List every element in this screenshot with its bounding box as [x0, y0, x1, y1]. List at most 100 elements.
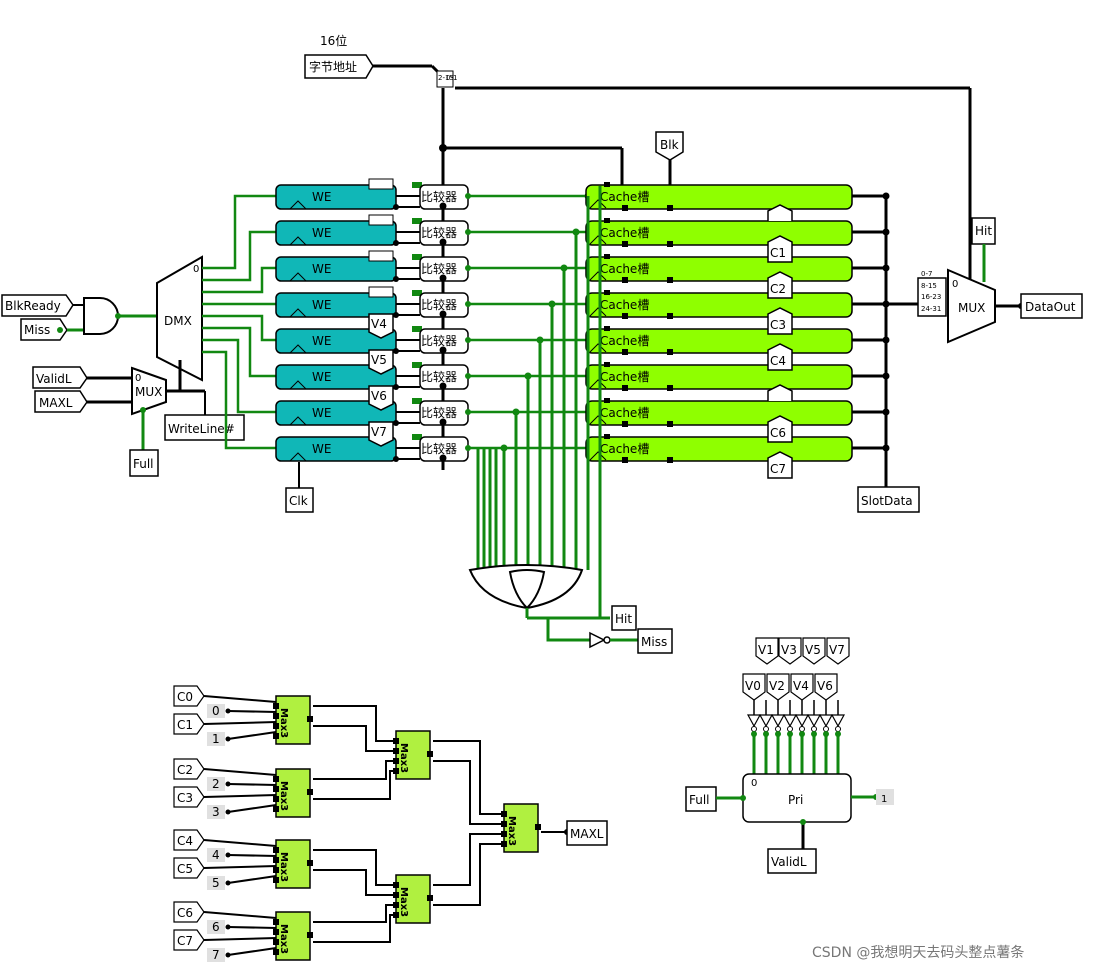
max3-label: Max3: [278, 924, 289, 954]
cache-tag-label: C6: [770, 426, 786, 440]
cache-tag-label: C1: [770, 246, 786, 260]
comparator-label: 比较器: [421, 297, 457, 312]
miss-out-pin: Miss: [641, 635, 667, 649]
svg-text:Blk: Blk: [660, 138, 679, 152]
maxl-pin: MAXL: [39, 396, 73, 410]
pri-label: Pri: [788, 793, 803, 807]
pri-full-pin: Full: [689, 793, 710, 807]
svg-text:0: 0: [952, 279, 958, 290]
slot-row: WE V4 比较器 Cache槽: [275, 313, 890, 355]
hit-logic: Hit Miss: [468, 186, 673, 654]
dataout-pin: DataOut: [1025, 300, 1076, 314]
valid-tag-label: V4: [371, 317, 387, 331]
cache-tag: C2: [767, 271, 793, 299]
max3-label: Max3: [506, 816, 517, 846]
slotdata-pin: SlotData: [861, 494, 913, 508]
bus-label-1: 8-15: [921, 282, 937, 290]
we-label: WE: [312, 334, 331, 348]
pri-input-label: V4: [793, 679, 809, 693]
cache-tag: C4: [767, 343, 793, 371]
max3-block: [275, 768, 311, 818]
valid-tag-label: V7: [371, 425, 387, 439]
valid-tag: [368, 385, 394, 411]
address-pin-label: 字节地址: [309, 59, 357, 74]
dmx-label: DMX: [164, 314, 192, 328]
miss-in-pin: Miss: [24, 323, 50, 337]
max3-input-label: C6: [177, 906, 193, 920]
svg-text:0: 0: [193, 264, 199, 275]
address-width-label: 16位: [320, 33, 347, 48]
max3-input-label: C3: [177, 791, 193, 805]
max3-const: 7: [212, 948, 220, 962]
max3-label: Max3: [278, 852, 289, 882]
right-mux: 0-7 8-15 16-23 24-31 MUX 0 DataOut Hit: [853, 217, 1083, 344]
mux-right-label: MUX: [958, 301, 985, 315]
slot-rows: WE 比较器 Cache槽 WE 比较器 Cache槽 WE 比较器 Cache槽 WE 比较器 Ca…: [275, 178, 890, 479]
max3-tree: Max3C0C101Max3C2C323Max3C4C545Max3C6C767…: [173, 685, 608, 962]
hit-top-pin: Hit: [975, 224, 992, 238]
cache-tag: C7: [767, 451, 793, 479]
full-pin: Full: [133, 457, 154, 471]
clk-pin: Clk: [289, 494, 308, 508]
cache-tag-label: C4: [770, 354, 786, 368]
pri-input-label: V0: [745, 679, 761, 693]
we-label: WE: [312, 406, 331, 420]
max3-block: [503, 803, 539, 853]
we-label: WE: [312, 226, 331, 240]
we-label: WE: [312, 190, 331, 204]
cache-slot-label: Cache槽: [600, 334, 649, 348]
max3-const: 2: [212, 777, 220, 791]
cache-tag-label: C2: [770, 282, 786, 296]
svg-text:2-15: 2-15: [438, 74, 454, 82]
comparator-label: 比较器: [421, 333, 457, 348]
bus-label-3: 24-31: [921, 305, 941, 313]
cache-slot-label: Cache槽: [600, 406, 649, 420]
we-label: WE: [312, 442, 331, 456]
max3-label: Max3: [398, 743, 409, 773]
cache-tag: C6: [767, 415, 793, 443]
we-label: WE: [312, 298, 331, 312]
max3-label: Max3: [278, 781, 289, 811]
cache-slot-label: Cache槽: [600, 442, 649, 456]
pri-input-label: V3: [781, 643, 797, 657]
bus-label-2: 16-23: [921, 293, 941, 301]
max3-input-label: C5: [177, 862, 193, 876]
validl-pin: ValidL: [36, 372, 72, 386]
slot-row: WE 比较器 Cache槽: [275, 286, 890, 319]
dmx-fanout: [202, 194, 277, 450]
svg-text:0: 0: [135, 373, 141, 384]
cache-slot-label: Cache槽: [600, 298, 649, 312]
valid-tag-label: V6: [371, 389, 387, 403]
we-label: WE: [312, 262, 331, 276]
comparator-label: 比较器: [421, 189, 457, 204]
pri-input-label: V6: [817, 679, 833, 693]
comparator-label: 比较器: [421, 225, 457, 240]
cache-tag-label: C7: [770, 462, 786, 476]
writeline-pin: WriteLine#: [168, 422, 235, 436]
pri-validl-pin: ValidL: [771, 855, 807, 869]
svg-text:0-1: 0-1: [446, 74, 457, 82]
max3-label: Max3: [278, 708, 289, 738]
max3-block: [275, 695, 311, 745]
cache-slot-label: Cache槽: [600, 226, 649, 240]
watermark: CSDN @我想明天去码头整点薯条: [812, 944, 1024, 961]
max3-const: 3: [212, 805, 220, 819]
pri-input-label: V7: [829, 643, 845, 657]
cache-slot-label: Cache槽: [600, 262, 649, 276]
cache-tag: C1: [767, 235, 793, 263]
comparator-label: 比较器: [421, 261, 457, 276]
pri-input-label: V5: [805, 643, 821, 657]
comparator-label: 比较器: [421, 405, 457, 420]
max3-input-label: C0: [177, 690, 193, 704]
hit-out-pin: Hit: [615, 612, 632, 626]
slot-row: WE V6 比较器 Cache槽: [275, 385, 890, 427]
cache-slot-label: Cache槽: [600, 190, 649, 204]
pri-input-label: V1: [758, 643, 774, 657]
max3-input-label: C1: [177, 718, 193, 732]
slotdata-bus: SlotData: [857, 196, 920, 513]
blk-pin: Blk: [655, 131, 684, 186]
